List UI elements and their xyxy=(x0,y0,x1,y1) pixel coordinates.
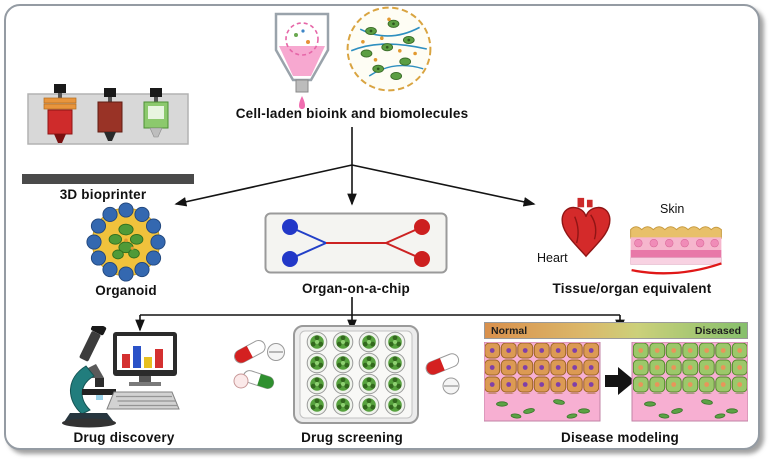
tissue-comparison-icon xyxy=(484,342,748,422)
disease-modeling-label: Disease modeling xyxy=(561,430,679,445)
diseased-tissue-block xyxy=(631,342,748,422)
organ-on-chip-icon xyxy=(264,212,448,274)
microscope-icon xyxy=(62,326,116,428)
skin-icon xyxy=(630,226,722,275)
bioprinter-label: 3D bioprinter xyxy=(59,187,147,202)
normal-to-diseased-arrow xyxy=(605,367,635,395)
organoid-icon xyxy=(86,202,166,282)
normal-tissue-block xyxy=(484,342,601,422)
bioprinter-icon xyxy=(22,84,194,184)
heart-icon xyxy=(561,197,611,258)
skin-label: Skin xyxy=(660,202,685,216)
capsule-result-icon xyxy=(425,353,460,395)
organ-on-chip-label: Organ-on-a-chip xyxy=(302,281,410,296)
keyboard-icon xyxy=(106,391,180,410)
normal-label: Normal xyxy=(491,324,528,337)
bioink-label: Cell-laden bioink and biomolecules xyxy=(235,106,469,121)
drug-discovery-label: Drug discovery xyxy=(73,430,175,445)
organoid-label: Organoid xyxy=(95,283,157,298)
monitor-chart-icon xyxy=(113,332,177,386)
diseased-label: Diseased xyxy=(694,324,741,337)
pills-icon xyxy=(233,339,285,389)
normal-diseased-gradient: Normal Diseased xyxy=(484,322,748,339)
well-plate-icon xyxy=(293,325,419,424)
tissue-equivalent-label: Tissue/organ equivalent xyxy=(552,281,712,296)
drug-screening-label: Drug screening xyxy=(301,430,403,445)
biomolecules-inset-icon xyxy=(346,6,432,92)
bioink-dispenser-icon xyxy=(274,12,330,109)
heart-label: Heart xyxy=(537,251,568,265)
